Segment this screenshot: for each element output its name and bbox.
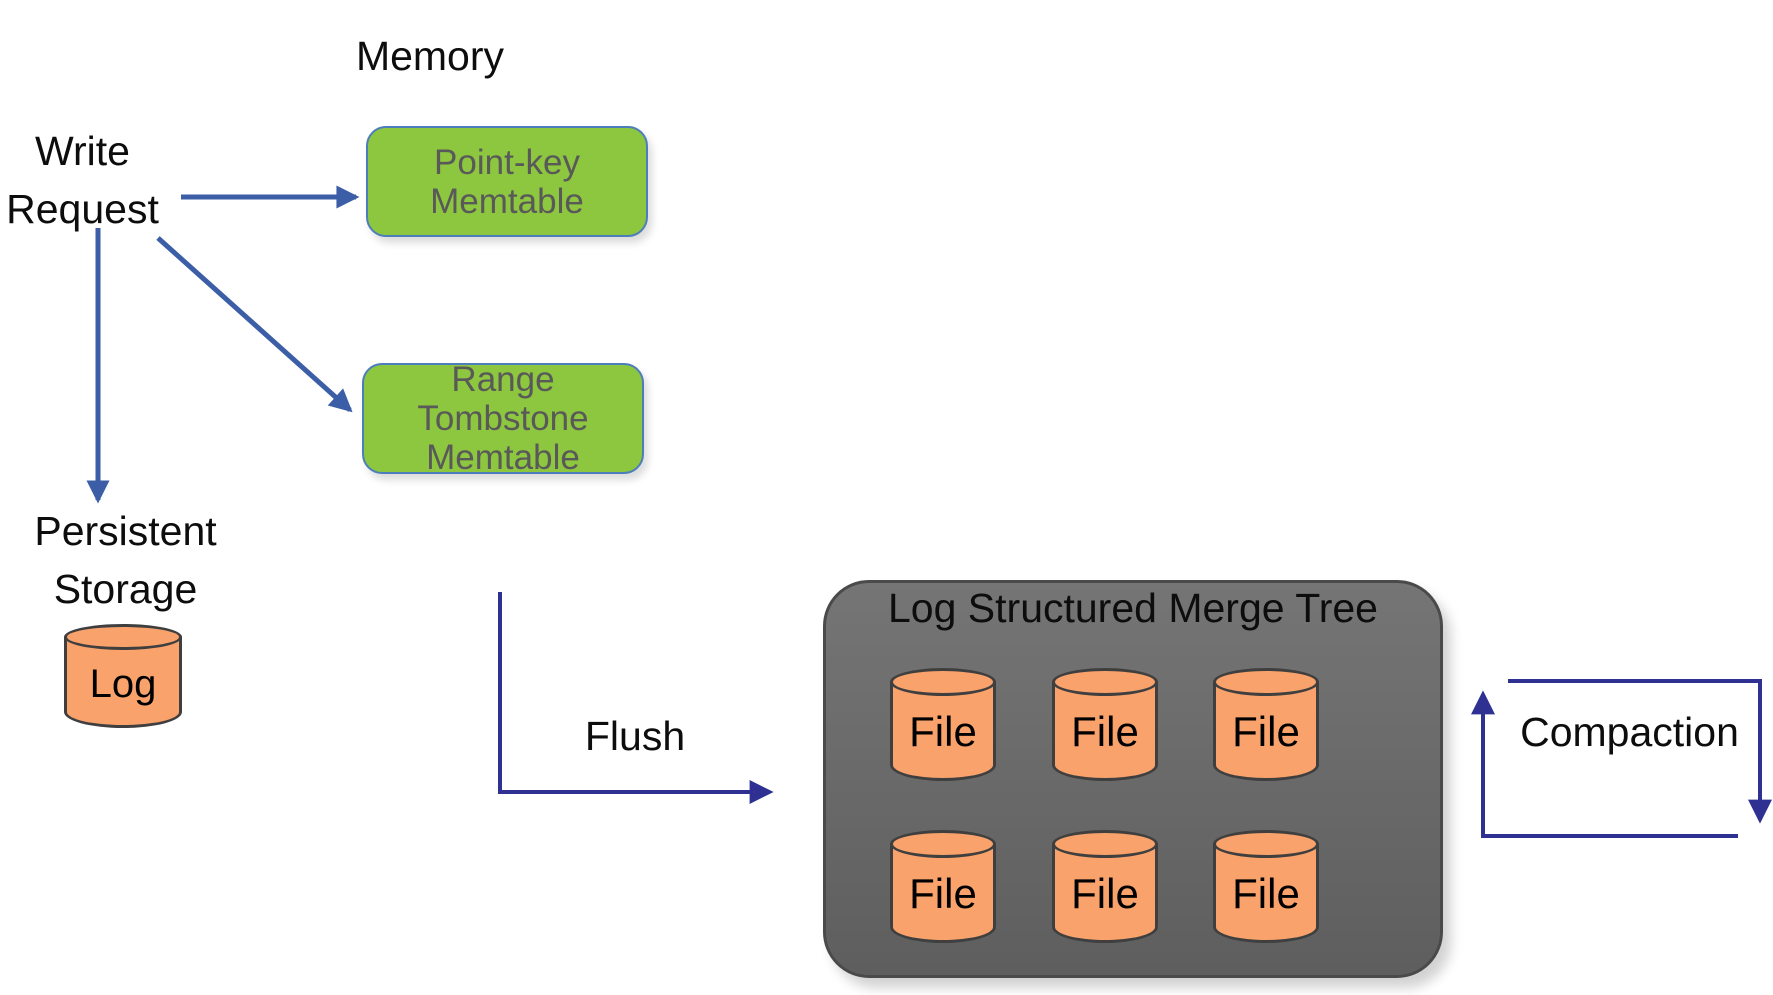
flush-arrow [498, 592, 774, 804]
file-cylinder: File [1213, 830, 1319, 943]
file-cylinder: File [1052, 830, 1158, 943]
flush-label: Flush [584, 713, 686, 759]
compaction-label: Compaction [1520, 709, 1739, 755]
file-cylinder-label: File [1232, 707, 1300, 755]
persistent-storage-label: Persistent Storage [34, 508, 217, 613]
range-tombstone-memtable-box: Range Tombstone Memtable [362, 360, 644, 477]
file-cylinder: File [890, 668, 996, 781]
file-cylinder-top [1213, 668, 1319, 696]
file-cylinder-body [1213, 844, 1319, 943]
file-cylinder: File [1052, 668, 1158, 781]
file-cylinder-top [1052, 830, 1158, 858]
file-cylinder-top [890, 830, 996, 858]
write-to-rangetombstone-arrow [156, 236, 353, 413]
file-cylinder-top [890, 668, 996, 696]
memory-label: Memory [355, 33, 505, 79]
lsm-tree-title: Log Structured Merge Tree [888, 585, 1378, 631]
file-cylinder-label: File [909, 707, 977, 755]
log-cylinder-top [64, 624, 182, 650]
file-cylinder-top [1213, 830, 1319, 858]
range-tombstone-memtable-label: Range Tombstone Memtable [417, 360, 589, 477]
point-key-memtable-label: Point-key Memtable [430, 142, 584, 221]
file-cylinder-body [890, 844, 996, 943]
file-cylinder-top [1052, 668, 1158, 696]
compaction-up-arrow [1471, 690, 1738, 838]
log-cylinder-label: Log [89, 661, 157, 706]
file-cylinder-body [1052, 844, 1158, 943]
file-cylinder-label: File [1071, 869, 1139, 917]
file-cylinder-body [890, 682, 996, 781]
point-key-memtable-box: Point-key Memtable [366, 126, 648, 237]
log-cylinder: Log [64, 624, 182, 728]
log-cylinder-body [64, 637, 182, 728]
file-cylinder-body [1052, 682, 1158, 781]
file-cylinder-label: File [1071, 707, 1139, 755]
file-cylinder: File [1213, 668, 1319, 781]
compaction-down-arrow [1508, 679, 1772, 824]
file-cylinder-label: File [1232, 869, 1300, 917]
file-cylinder-label: File [909, 869, 977, 917]
file-cylinder-body [1213, 682, 1319, 781]
file-cylinder: File [890, 830, 996, 943]
write-request-label: Write Request [6, 128, 159, 233]
